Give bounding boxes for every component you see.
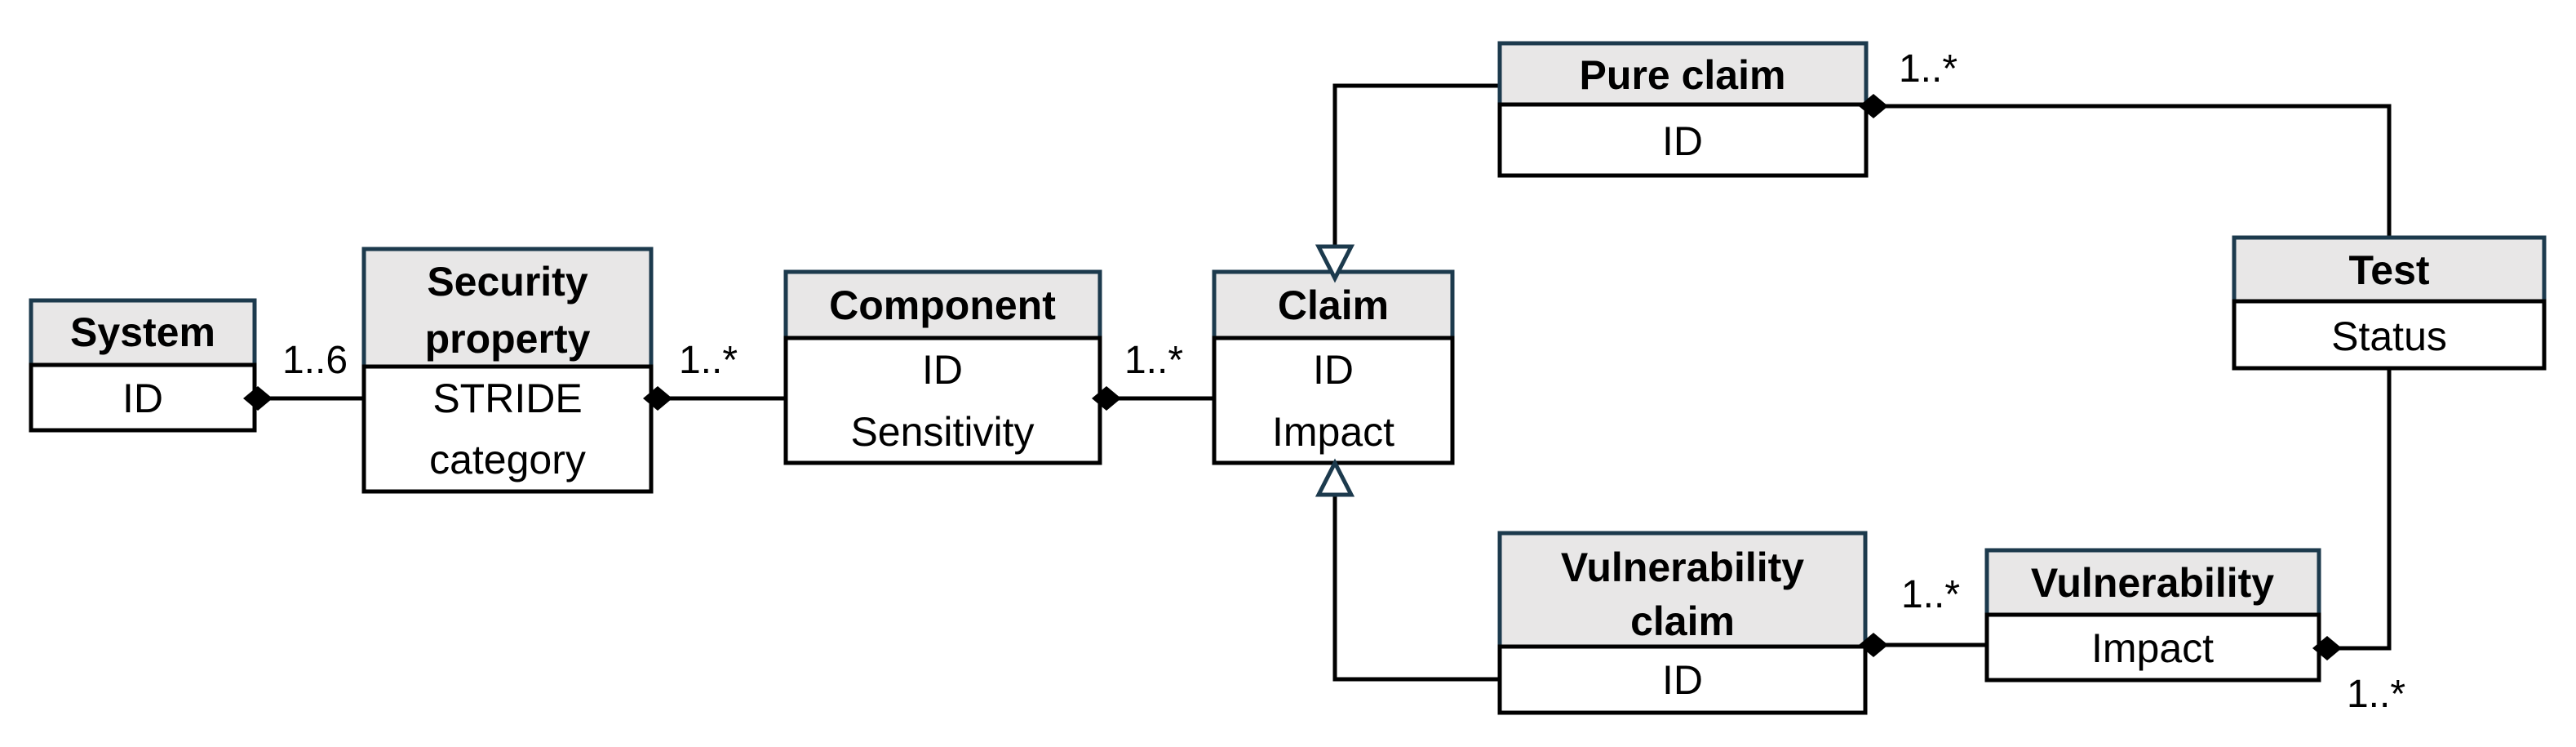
- composition-diamond-icon-pure-claim: [1859, 94, 1888, 118]
- generalization-triangle-icon-claim-top: [1315, 244, 1355, 283]
- test-body: [2232, 299, 2547, 371]
- security-property-body: [361, 364, 654, 494]
- pure-claim-body: [1497, 102, 1869, 178]
- pure-claim-attribute-id: ID: [1662, 118, 1703, 164]
- security-property-title-line2: property: [425, 316, 591, 362]
- vulnerability-header: [1984, 548, 2321, 617]
- component-attribute-id: ID: [922, 347, 963, 393]
- generalization-line-pure-claim-claim: [1332, 83, 1500, 247]
- claim-attribute-id: ID: [1313, 347, 1354, 393]
- multiplicity-label-component-claim: 1..*: [1124, 339, 1183, 382]
- entity-vulnerability-claim: Vulnerability claim ID: [1497, 531, 1868, 715]
- connector-markers: 1..6 1..* 1..* 1..* 1..* 1..*: [243, 47, 2405, 716]
- multiplicity-label-system-security-property: 1..6: [282, 339, 348, 382]
- composition-diamond-icon-component: [1092, 386, 1121, 411]
- entity-pure-claim: Pure claim ID: [1497, 41, 1869, 178]
- security-property-title-line1: Security: [427, 259, 588, 305]
- composition-diamond-icon-vulnerability: [2312, 636, 2342, 660]
- vulnerability-body: [1984, 612, 2321, 683]
- claim-attribute-impact: Impact: [1272, 409, 1394, 455]
- multiplicity-label-pure-claim-test: 1..*: [1899, 47, 1957, 91]
- multiplicity-label-security-property-component: 1..*: [679, 339, 738, 382]
- security-property-header: [361, 247, 654, 369]
- component-title: Component: [829, 282, 1056, 328]
- security-property-attribute-stride-line2: category: [429, 437, 586, 482]
- multiplicity-label-vulnerability-test: 1..*: [2347, 673, 2405, 716]
- component-body: [783, 336, 1102, 465]
- multiplicity-label-vulnerability-claim-vulnerability: 1..*: [1901, 573, 1960, 616]
- entity-component: Component ID Sensitivity: [783, 269, 1102, 465]
- entity-system: System ID: [29, 298, 257, 433]
- system-header: [29, 298, 257, 367]
- vulnerability-claim-body: [1497, 644, 1868, 715]
- security-property-attribute-stride-line1: STRIDE: [432, 376, 582, 421]
- vulnerability-claim-title-line1: Vulnerability: [1561, 545, 1804, 590]
- claim-body: [1212, 336, 1455, 465]
- entity-test: Test Status: [2232, 235, 2547, 371]
- component-attribute-sensitivity: Sensitivity: [850, 409, 1034, 455]
- composition-diamond-icon-security-property: [643, 386, 672, 411]
- vulnerability-attribute-impact: Impact: [2091, 625, 2214, 671]
- generalization-line-vulnerability-claim-claim: [1332, 495, 1500, 682]
- vulnerability-title: Vulnerability: [2031, 560, 2274, 606]
- entity-vulnerability: Vulnerability Impact: [1984, 548, 2321, 683]
- system-title: System: [70, 309, 215, 355]
- composition-diamond-icon-system: [243, 386, 273, 411]
- composition-line-pure-claim-test: [1866, 104, 2392, 238]
- vulnerability-claim-title-line2: claim: [1630, 598, 1735, 644]
- generalization-triangle-icon-claim-bottom: [1315, 458, 1355, 497]
- claim-title: Claim: [1278, 282, 1389, 328]
- entity-claim: Claim ID Impact: [1212, 269, 1455, 465]
- test-title: Test: [2348, 247, 2429, 293]
- system-attribute-id: ID: [122, 376, 163, 421]
- entity-security-property: Security property STRIDE category: [361, 247, 654, 494]
- vulnerability-claim-attribute-id: ID: [1662, 657, 1703, 703]
- composition-line-vulnerability-test: [2319, 368, 2392, 651]
- test-attribute-status: Status: [2331, 313, 2447, 359]
- system-body: [29, 362, 257, 433]
- pure-claim-title: Pure claim: [1580, 52, 1786, 98]
- composition-diamond-icon-vulnerability-claim: [1859, 633, 1888, 657]
